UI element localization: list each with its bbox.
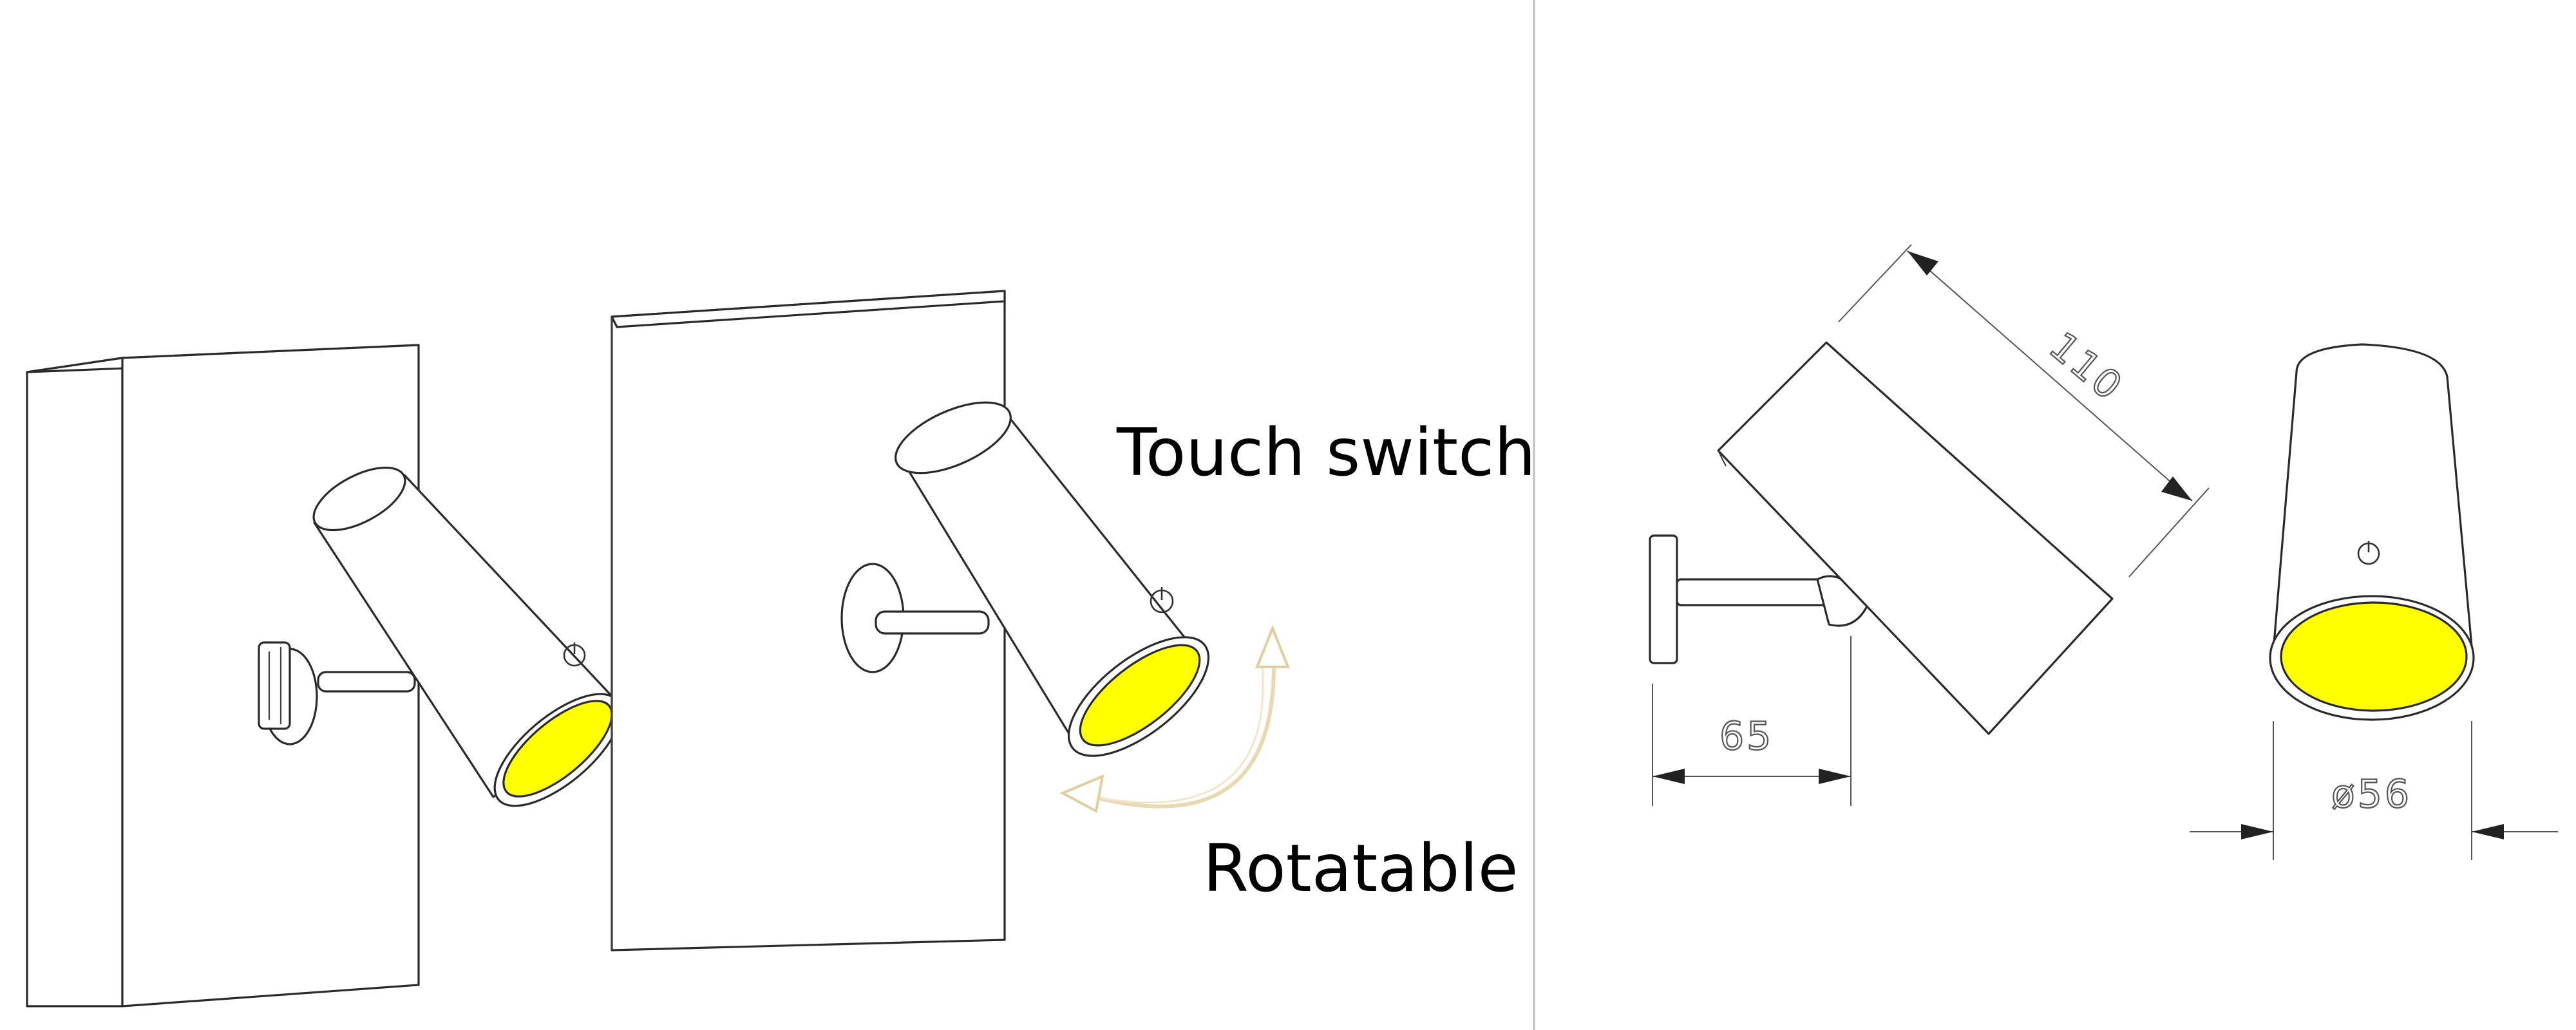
rotatable-label: Rotatable bbox=[1203, 830, 1519, 907]
length-label: 110 bbox=[2041, 324, 2132, 411]
touch-switch-label: Touch switch bbox=[1116, 415, 1536, 491]
rotation-arrow-icon bbox=[1059, 624, 1290, 814]
lamp-1-lens bbox=[502, 700, 613, 798]
lamp-1-arm bbox=[317, 671, 416, 693]
side-view-lamp bbox=[1649, 341, 2114, 735]
front-body bbox=[2272, 343, 2474, 662]
dimension-diameter: ø56 bbox=[2190, 721, 2558, 860]
left-panel: Touch switch Rotatable bbox=[26, 290, 1536, 1007]
dimension-projection: 65 bbox=[1652, 636, 1852, 806]
lamp-2-lens bbox=[1079, 644, 1201, 747]
lamp-1-base-block bbox=[258, 641, 291, 730]
power-icon bbox=[563, 642, 586, 667]
right-panel: 110 65 ø56 bbox=[1649, 244, 2558, 860]
front-view-lamp bbox=[2269, 343, 2475, 721]
side-wall-plate bbox=[1649, 534, 1678, 664]
lamp-1 bbox=[258, 466, 622, 807]
power-icon bbox=[1150, 587, 1174, 613]
side-body bbox=[1717, 341, 2114, 735]
projection-label: 65 bbox=[1719, 714, 1774, 759]
side-arm bbox=[1676, 578, 1828, 606]
power-icon bbox=[2357, 541, 2380, 565]
diameter-label: ø56 bbox=[2331, 772, 2412, 817]
front-lens bbox=[2280, 601, 2468, 712]
lamp-2 bbox=[840, 401, 1210, 757]
lamp-2-arm bbox=[875, 610, 990, 635]
